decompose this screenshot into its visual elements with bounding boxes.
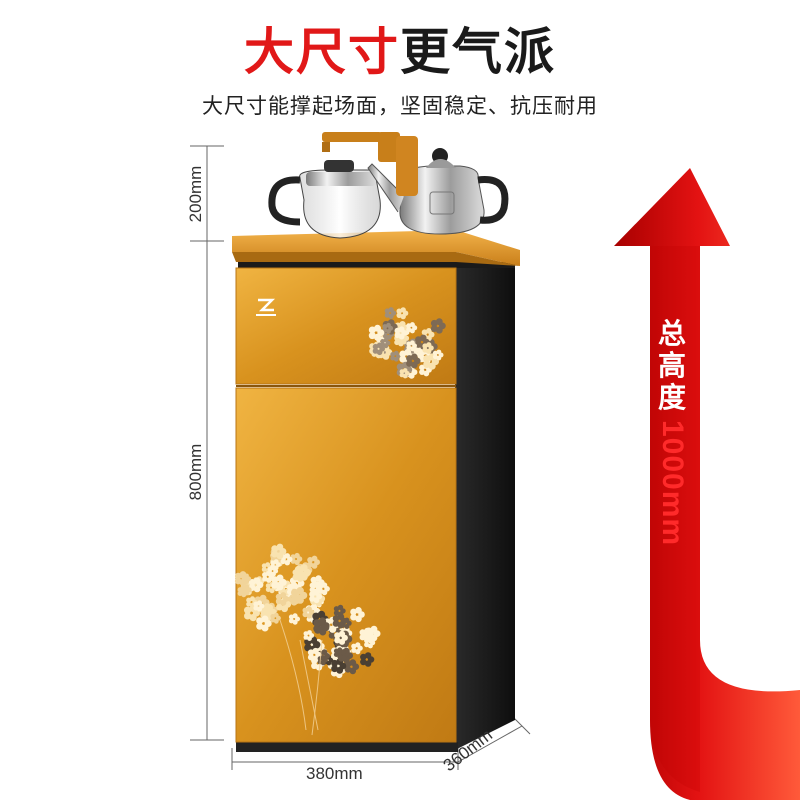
width-label: 380mm bbox=[306, 764, 363, 783]
water-faucet-arm bbox=[322, 132, 418, 196]
total-height-char-2: 高 bbox=[657, 349, 686, 382]
total-height-arrow bbox=[614, 168, 800, 800]
total-height-char-1: 总 bbox=[657, 317, 686, 350]
headline-black: 更气派 bbox=[400, 23, 556, 81]
total-height-value: 1000mm bbox=[656, 420, 689, 547]
headline-red: 大尺寸 bbox=[244, 23, 400, 81]
cabinet-upper-door bbox=[235, 267, 457, 385]
cabinet-base bbox=[236, 742, 458, 752]
cabinet-side-panel bbox=[455, 262, 515, 750]
top-tray bbox=[232, 230, 520, 266]
total-height-text: 总 高 度 1000mm bbox=[652, 317, 692, 547]
flower-stems bbox=[279, 619, 323, 736]
body-height-label: 800mm bbox=[186, 443, 205, 501]
flower-pattern-lower bbox=[234, 543, 381, 679]
glass-teapot bbox=[268, 160, 381, 239]
height-dimension-lines bbox=[190, 145, 224, 741]
flower-pattern-upper bbox=[368, 307, 446, 379]
subheadline: 大尺寸能撑起场面，坚固稳定、抗压耐用 bbox=[202, 94, 598, 118]
top-height-label: 200mm bbox=[186, 165, 205, 223]
total-height-char-3: 度 bbox=[657, 381, 686, 414]
width-dimension-lines bbox=[231, 717, 531, 770]
steel-kettle bbox=[367, 148, 509, 235]
headline: 大尺寸更气派 bbox=[0, 22, 800, 82]
brand-logo-icon bbox=[256, 298, 276, 316]
